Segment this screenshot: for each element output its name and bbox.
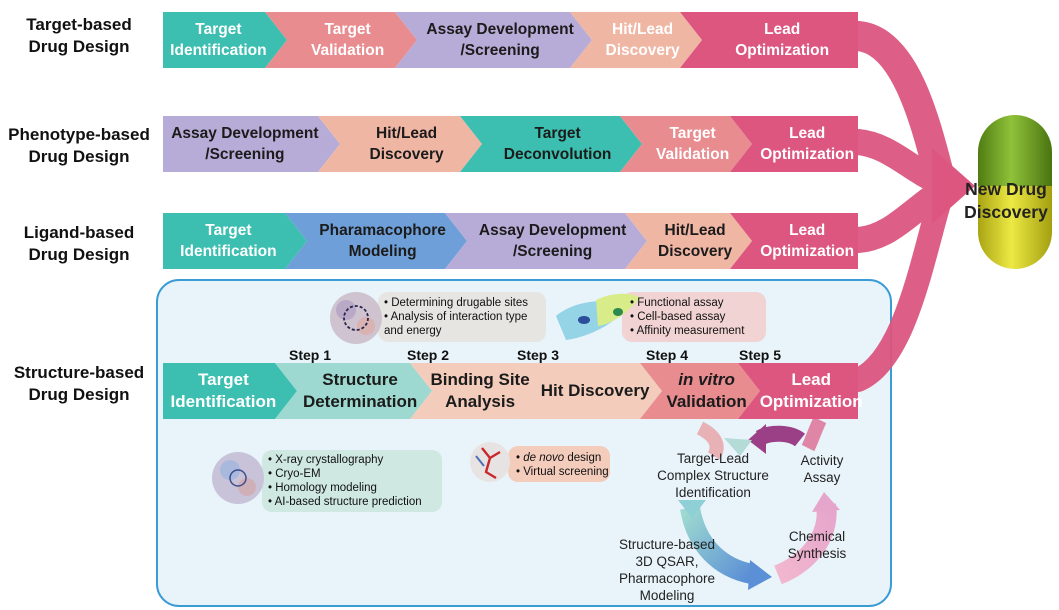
chevron-row2-step2 [318,116,482,172]
chevron-row3-step4 [625,213,752,269]
cycle-arrowhead-complex [678,500,706,518]
molecule-illustration-hit [470,442,510,482]
chevron-label-row2-step1: Assay Development/Screening [171,125,319,163]
step-label-4: Step 4 [646,347,689,363]
note-hit-discovery: • de novo design• Virtual screening [516,452,609,478]
chevron-row4-step4 [515,363,662,419]
chevron-row2-step5 [730,116,858,172]
chevron-row1-step1 [163,12,287,68]
protein-illustration-binding [330,292,382,344]
cycle-arrowhead-qsar [748,560,772,590]
chevron-row1-step5 [680,12,858,68]
chevron-row1-step4 [570,12,702,68]
step-label-2: Step 2 [407,347,450,363]
chevron-row2-step1 [163,116,340,172]
chevron-label-row4-step4: Hit Discovery [540,381,650,400]
chevron-row4-step5 [640,363,760,419]
cycle-arrowhead-synthesis [812,492,840,512]
flow-arrowhead [932,148,975,224]
chevron-label-row3-step3: Assay Development/Screening [478,222,627,260]
cell-illustration [556,293,640,340]
cycle-arrow-to-qsar [680,506,755,584]
chevron-row3-step2 [285,213,467,269]
chevron-row4-step3 [410,363,537,419]
note-binding-site: • Determining drugable sites• Analysis o… [384,297,529,337]
cycle-arrows [678,416,840,590]
note-bubble-hit [508,446,610,482]
cycle-arrow-validation [696,421,724,460]
note-structure-determination: • X-ray crystallography• Cryo-EM• Homolo… [268,454,422,508]
cycle-arrowhead-light [724,438,752,456]
chevron-row4-step1 [163,363,297,419]
chevron-row1-step3 [395,12,592,68]
structure-based-box [156,279,892,607]
chevron-row3-step3 [445,213,647,269]
chevron-row4-step2 [275,363,432,419]
cycle-arrow-to-synthesis [773,503,837,585]
chevron-label-row1-step3: Assay Development/Screening [426,21,574,59]
chevron-row3-step1 [163,213,307,269]
flow-arrow-row-4 [846,188,952,392]
cycle-arrow-lead [801,416,827,452]
flow-arrow-row-2 [845,129,953,195]
new-drug-pill [978,115,1052,269]
chevron-row4-step6 [738,363,858,419]
note-assay: • Functional assay• Cell-based assay• Af… [630,297,745,337]
chevron-row2-step3 [460,116,642,172]
chevron-row3-step5 [730,213,858,269]
note-bubble-assay [622,292,766,342]
chevron-row1-step2 [265,12,417,68]
chevron-row2-step4 [620,116,752,172]
step-label-1: Step 1 [289,347,332,363]
step-label-3: Step 3 [517,347,560,363]
cycle-arrowhead-activity [748,424,766,454]
note-bubble-structure [262,450,442,512]
note-bubble-binding [378,292,546,342]
protein-illustration-structure [212,452,264,504]
step-label-5: Step 5 [739,347,782,363]
